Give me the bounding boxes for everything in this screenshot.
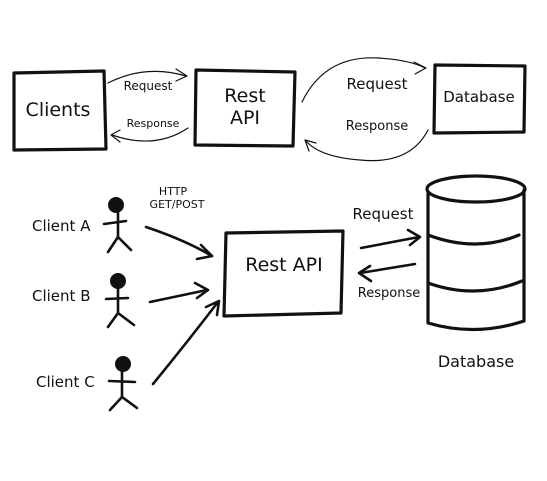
- top-right-request-curve: [301, 57, 426, 103]
- top-left-response-label: Response: [127, 117, 180, 130]
- client-c-arrow: [151, 299, 221, 386]
- top-left-request-curve: [107, 70, 187, 84]
- client-b-arrow-line: [148, 288, 209, 304]
- top-right-request-arrowhead: [413, 61, 427, 75]
- client-b-arrow: [148, 281, 210, 304]
- client-b-figure: [104, 273, 136, 329]
- client-a-arms: [102, 219, 128, 226]
- client-a-arrow-line: [144, 225, 214, 258]
- top-left-response-arrowhead: [110, 129, 121, 143]
- bottom-api-box: [222, 229, 345, 318]
- top-api-label-line2: API: [230, 107, 260, 129]
- client-b-arms: [104, 296, 130, 301]
- top-clients-node: Clients: [12, 69, 108, 152]
- client-a-arrowhead: [195, 243, 214, 261]
- bottom-request-label: Request: [353, 205, 414, 223]
- client-b-legs: [106, 311, 136, 329]
- top-clients-box: [12, 69, 108, 152]
- top-right-request-label: Request: [347, 75, 408, 93]
- client-a-head: [108, 197, 124, 213]
- client-c-head: [115, 356, 131, 372]
- top-left-response-arrow: [110, 127, 189, 143]
- client-a-legs: [106, 235, 133, 254]
- bottom-api-node: Rest API: [222, 229, 345, 318]
- database-body: [426, 188, 526, 332]
- http-label-line1: HTTP: [159, 185, 188, 198]
- bottom-request-arrow: [359, 228, 422, 250]
- bottom-response-arrowhead: [357, 264, 373, 283]
- top-clients-label: Clients: [26, 99, 91, 121]
- client-c-label: Client C: [36, 373, 95, 391]
- bottom-response-arrow-line: [358, 262, 417, 275]
- client-c-arms: [107, 379, 137, 384]
- top-database-label: Database: [443, 88, 515, 106]
- bottom-response-label: Response: [358, 286, 420, 301]
- client-b-arrowhead: [193, 281, 210, 300]
- top-api-node: Rest API: [193, 68, 297, 148]
- database-band-2: [426, 279, 524, 293]
- top-right-response-arrow: [304, 129, 429, 162]
- top-left-request-arrow: [107, 68, 188, 84]
- client-c-arrow-line: [151, 300, 220, 386]
- bottom-response-arrow: [357, 262, 417, 283]
- top-api-box: [193, 68, 297, 148]
- top-database-node: Database: [432, 63, 527, 135]
- database-band-1: [426, 233, 521, 246]
- bottom-api-label: Rest API: [245, 254, 322, 276]
- bottom-request-arrow-line: [359, 235, 421, 250]
- database-top-ellipse: [425, 174, 527, 204]
- top-right-response-curve: [305, 129, 429, 162]
- bottom-request-arrowhead: [406, 228, 422, 247]
- top-left-request-arrowhead: [175, 68, 188, 82]
- database-cylinder: [425, 174, 527, 332]
- client-c-figure: [107, 356, 139, 412]
- top-left-response-curve: [111, 127, 189, 142]
- client-c-legs: [108, 395, 139, 412]
- top-database-box: [432, 63, 527, 135]
- top-right-response-label: Response: [346, 119, 408, 134]
- top-right-request-arrow: [301, 57, 427, 103]
- http-label-line2: GET/POST: [150, 198, 205, 211]
- client-a-arrow: [144, 225, 214, 261]
- top-left-request-label: Request: [124, 79, 173, 93]
- bottom-database-label: Database: [438, 352, 514, 371]
- client-a-figure: [102, 197, 133, 254]
- client-c-arrowhead: [204, 299, 221, 317]
- client-a-label: Client A: [32, 217, 91, 235]
- client-b-head: [110, 273, 126, 289]
- top-right-response-arrowhead: [304, 139, 317, 152]
- top-api-label-line1: Rest: [224, 85, 265, 107]
- client-b-label: Client B: [32, 287, 90, 305]
